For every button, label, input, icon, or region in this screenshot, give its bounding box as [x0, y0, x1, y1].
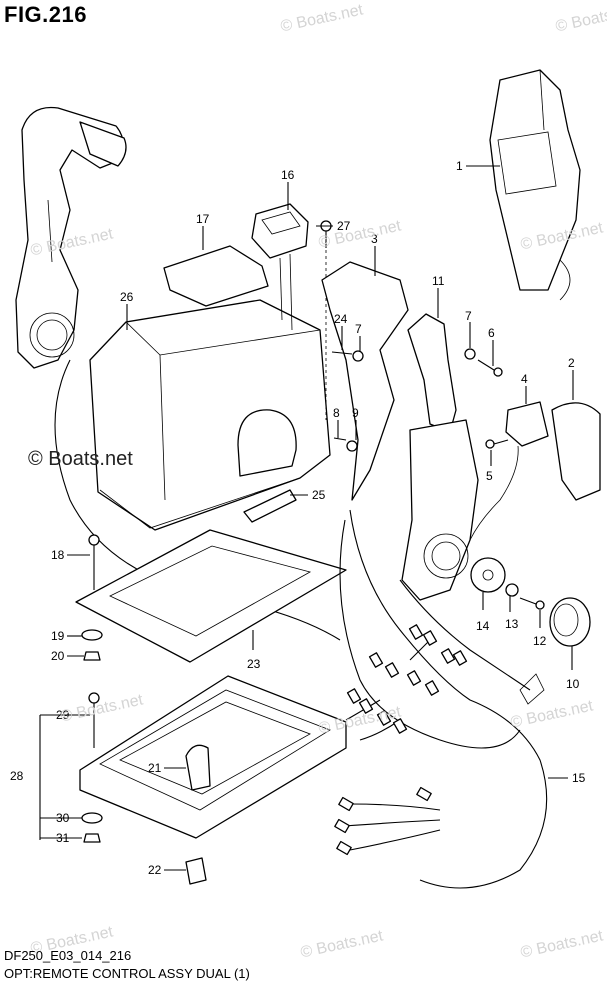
sensor-4 — [505, 401, 549, 447]
callout-14: 14 — [476, 619, 490, 633]
remote-control-unit-1 — [489, 69, 581, 301]
callout-18: 18 — [51, 548, 65, 562]
clip-21 — [185, 744, 211, 791]
bracket-17 — [163, 245, 269, 307]
drawing-code: DF250_E03_014_216 — [4, 948, 132, 963]
nut-20 — [83, 651, 101, 661]
callout-17: 17 — [196, 212, 210, 226]
box-cover-26 — [89, 299, 331, 531]
callout-12: 12 — [533, 634, 547, 648]
lever-bracket-3 — [321, 261, 409, 501]
callout-25: 25 — [312, 488, 326, 502]
callout-21: 21 — [148, 761, 162, 775]
switch-16 — [251, 203, 309, 331]
grommet-10 — [549, 597, 591, 647]
callout-4: 4 — [521, 372, 528, 386]
washer-19 — [81, 629, 103, 641]
wire-harness-15 — [339, 509, 548, 889]
callout-27: 27 — [337, 219, 351, 233]
callout-10: 10 — [566, 677, 580, 691]
leader-lines — [67, 165, 574, 871]
screw-18 — [88, 534, 100, 590]
callout-7b: 7 — [355, 322, 362, 336]
callout-9: 9 — [352, 406, 359, 420]
figure-description: OPT:REMOTE CONTROL ASSY DUAL (1) — [4, 966, 250, 981]
callout-23: 23 — [247, 657, 261, 671]
screw-5 — [485, 439, 509, 449]
washer-7 — [464, 348, 476, 360]
disc-14 — [470, 557, 506, 593]
bolt-12 — [519, 597, 545, 610]
gasket-plate-23 — [75, 529, 347, 663]
callout-1: 1 — [456, 159, 463, 173]
callout-30: 30 — [56, 811, 70, 825]
callout-20: 20 — [51, 649, 65, 663]
callout-15: 15 — [572, 771, 586, 785]
bracket-28-leader — [39, 714, 86, 840]
callout-29: 29 — [56, 708, 70, 722]
callout-13: 13 — [505, 617, 519, 631]
callout-7a: 7 — [465, 309, 472, 323]
callout-16: 16 — [281, 168, 295, 182]
callout-24: 24 — [334, 312, 348, 326]
bottom-case-28 — [79, 675, 347, 839]
callout-3: 3 — [371, 232, 378, 246]
bolt-8 — [333, 437, 358, 452]
callout-22: 22 — [148, 863, 162, 877]
screw-29 — [88, 692, 100, 748]
callout-26: 26 — [120, 290, 134, 304]
callout-5: 5 — [486, 469, 493, 483]
plate-25 — [243, 489, 297, 523]
bolt-6 — [477, 359, 503, 377]
cap-2 — [551, 402, 601, 501]
left-lever-handle — [15, 106, 127, 369]
control-arm-11 — [401, 313, 479, 601]
callout-8: 8 — [333, 406, 340, 420]
washer-30 — [81, 812, 103, 824]
callout-numbers: 1 2 3 4 5 6 7 7 8 9 10 11 12 13 14 15 16… — [10, 159, 586, 877]
watermark-main: © Boats.net — [28, 448, 133, 470]
figure-title: FIG.216 — [4, 2, 87, 27]
callout-31: 31 — [56, 831, 70, 845]
harness-connectors — [334, 624, 468, 856]
washer-13 — [505, 583, 519, 597]
callout-2: 2 — [568, 356, 575, 370]
callout-11: 11 — [432, 274, 445, 288]
bolt-24 — [331, 350, 364, 362]
callout-28: 28 — [10, 769, 24, 783]
callout-6: 6 — [488, 326, 495, 340]
nut-31 — [83, 833, 101, 843]
left-lever-cable — [54, 359, 341, 641]
callout-19: 19 — [51, 629, 65, 643]
clip-22 — [185, 857, 207, 885]
